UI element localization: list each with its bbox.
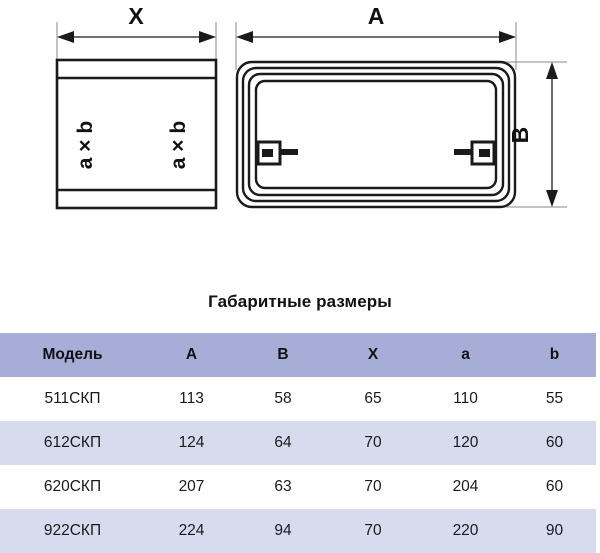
latch-left-icon: [256, 140, 298, 166]
cell-a-small: 220: [452, 522, 479, 539]
dimension-label-x: X: [128, 3, 144, 29]
frame-opening-outline: [254, 79, 498, 190]
cell-b-small: 55: [545, 390, 564, 407]
cell-a-small: 120: [452, 434, 479, 451]
latch-right-core: [479, 149, 490, 157]
column-header-b: B: [277, 346, 289, 363]
x-arrow-right-icon: [199, 31, 216, 43]
cell-b-small: 60: [545, 478, 564, 495]
left-side-view: X a × b a × b: [55, 3, 218, 210]
b-arrow-bottom-icon: [546, 190, 558, 207]
right-front-view: A: [235, 3, 567, 209]
cell-a-small: 204: [452, 478, 479, 495]
table-header-row: Модель A B X a b: [0, 333, 596, 377]
column-header-b-small: b: [549, 346, 560, 363]
cell-b: 64: [274, 434, 292, 451]
cell-b: 94: [274, 522, 292, 539]
cell-x: 65: [364, 390, 382, 407]
cell-a: 224: [178, 522, 205, 539]
a-arrow-right-icon: [499, 31, 516, 43]
table-row: 922СКП 224 94 70 220 90: [0, 509, 596, 553]
column-header-a: A: [185, 346, 198, 363]
cell-x: 70: [364, 478, 382, 495]
cell-b-small: 60: [545, 434, 564, 451]
latch-left-arm: [280, 149, 298, 155]
cell-b: 58: [274, 390, 292, 407]
cell-model: 612СКП: [43, 434, 102, 451]
cell-x: 70: [364, 434, 382, 451]
cell-a: 207: [178, 478, 205, 495]
side-view-body-outline: [55, 58, 218, 210]
column-header-x: X: [367, 346, 379, 363]
latch-right-icon: [454, 140, 496, 166]
latch-left-core: [262, 149, 273, 157]
cell-b-small: 90: [545, 522, 564, 539]
page-title: Габаритные размеры: [208, 292, 392, 311]
cell-a: 113: [179, 390, 204, 407]
table-body: 511СКП 113 58 65 110 55 612СКП 124 64 70…: [0, 377, 596, 553]
cell-a-small: 110: [453, 390, 478, 407]
dimension-label-b: B: [507, 127, 533, 144]
table-row: 511СКП 113 58 65 110 55: [0, 377, 596, 421]
drawing-canvas: X a × b a × b: [55, 3, 567, 210]
face-label-axb-right: a × b: [167, 121, 190, 169]
table-row: 612СКП 124 64 70 120 60: [0, 421, 596, 465]
latch-right-arm: [454, 149, 472, 155]
column-header-model: Модель: [42, 346, 103, 363]
cell-model: 922СКП: [43, 522, 102, 539]
table-row: 620СКП 207 63 70 204 60: [0, 465, 596, 509]
column-header-a-small: a: [461, 346, 470, 363]
cell-model: 511СКП: [44, 390, 101, 407]
dimensions-table: Модель A B X a b 511СКП 113 58 65 110 55: [0, 333, 596, 553]
table-header: Модель A B X a b: [0, 333, 596, 377]
face-label-axb-left: a × b: [74, 121, 97, 169]
cell-model: 620СКП: [43, 478, 102, 495]
cell-a: 124: [178, 434, 205, 451]
a-arrow-left-icon: [236, 31, 253, 43]
x-arrow-left-icon: [57, 31, 74, 43]
dimensions-table-container: Модель A B X a b 511СКП 113 58 65 110 55: [0, 333, 600, 553]
technical-drawing: X a × b a × b: [0, 0, 600, 250]
cell-b: 63: [274, 478, 292, 495]
dimension-label-a: A: [368, 3, 385, 29]
cell-x: 70: [364, 522, 382, 539]
b-arrow-top-icon: [546, 62, 558, 79]
